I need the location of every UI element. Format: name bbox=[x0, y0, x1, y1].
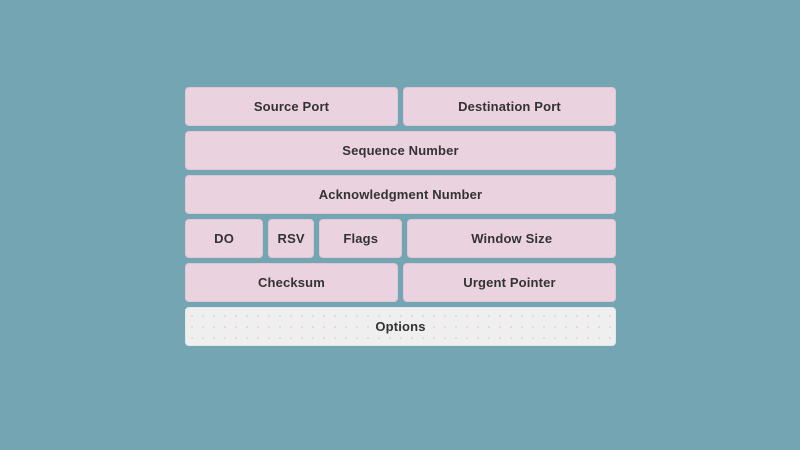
header-field-urgent-pointer[interactable]: Urgent Pointer bbox=[403, 263, 616, 302]
header-field-flags[interactable]: Flags bbox=[319, 219, 403, 258]
header-field-options[interactable]: Options bbox=[185, 307, 616, 346]
header-field-checksum[interactable]: Checksum bbox=[185, 263, 398, 302]
header-field-sequence-number[interactable]: Sequence Number bbox=[185, 131, 616, 170]
header-field-acknowledgment-number[interactable]: Acknowledgment Number bbox=[185, 175, 616, 214]
row-acknowledgment-number: Acknowledgment Number bbox=[185, 175, 616, 214]
header-field-window-size[interactable]: Window Size bbox=[407, 219, 616, 258]
header-field-destination-port[interactable]: Destination Port bbox=[403, 87, 616, 126]
row-sequence-number: Sequence Number bbox=[185, 131, 616, 170]
header-field-do[interactable]: DO bbox=[185, 219, 264, 258]
header-field-rsv[interactable]: RSV bbox=[268, 219, 315, 258]
header-field-source-port[interactable]: Source Port bbox=[185, 87, 398, 126]
row-options: Options bbox=[185, 307, 616, 346]
